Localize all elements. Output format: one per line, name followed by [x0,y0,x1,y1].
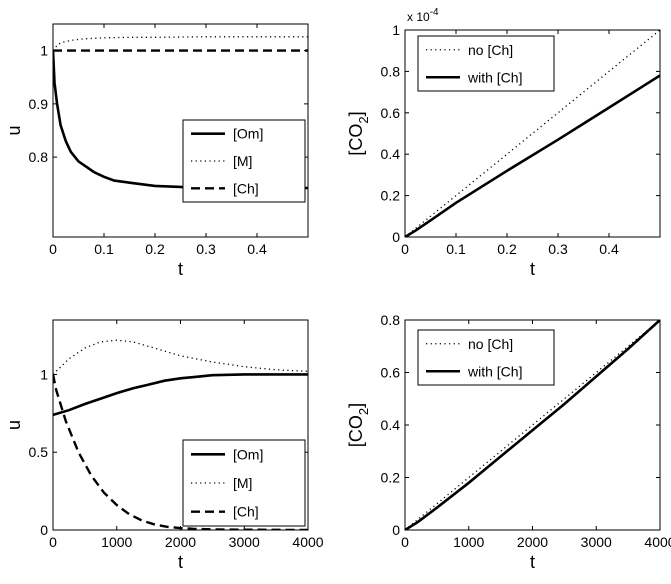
legend: [Om] [M] [Ch] [182,119,306,203]
x-tick-label: 0.4 [247,241,267,257]
series-line-ch [53,374,308,530]
x-tick-label: 2000 [517,534,548,550]
legend: no [Ch] with [Ch] [417,329,555,386]
x-axis-label: t [530,552,535,572]
y-axis-label: u [4,420,24,430]
x-tick-label: 1000 [453,534,484,550]
x-tick-label: 0.1 [446,241,466,257]
x-axis-label: t [530,259,535,279]
legend-label: no [Ch] [468,42,513,58]
x-tick-label: 0 [49,534,57,550]
y-axis-label-main: [CO [346,124,366,156]
legend-box [417,329,555,386]
y-tick-label: 0.8 [381,63,401,79]
x-tick-label: 3000 [581,534,612,550]
y-tick-label: 0 [392,522,400,538]
y-tick-label: 0.4 [381,417,401,433]
y-axis-label-tail: ] [346,403,366,408]
x-tick-label: 3000 [229,534,260,550]
chart-panel-top-right: 0 0.1 0.2 0.3 0.4 0 0.2 0.4 0.6 0.8 1 t [CO2] x 10-4 n… [346,7,661,279]
y-tick-label: 1 [40,366,48,382]
x-tick-label: 0 [49,241,57,257]
x-tick-label: 0.3 [196,241,216,257]
y-axis-label-main: [CO [346,415,366,447]
x-tick-label: 0.2 [145,241,165,257]
x-tick-label: 0.4 [599,241,619,257]
x-tick-label: 0.2 [497,241,517,257]
y-axis-label: [CO2] [346,403,371,447]
x-axis-label: t [178,259,183,279]
chart-panel-bottom-left: 0 1000 2000 3000 4000 0 0.5 1 t u [Om] [M] [Ch] [4,319,324,572]
legend-label: [Ch] [233,180,259,196]
x-tick-label: 0.3 [548,241,568,257]
y-tick-label: 0.2 [381,188,401,204]
series-line-om [53,373,308,417]
x-tick-label: 0 [401,241,409,257]
legend-label: with [Ch] [467,69,522,85]
y-axis-label: [CO2] [346,111,371,155]
legend-label: [Om] [233,446,263,462]
legend: [Om] [M] [Ch] [182,439,306,527]
y-tick-label: 0.6 [381,105,401,121]
legend: no [Ch] with [Ch] [417,35,555,92]
y-tick-label: 0.9 [29,96,49,112]
y-axis-label-sub: 2 [356,408,371,415]
legend-label: [M] [233,475,252,491]
y-multiplier-base: x 10 [407,10,430,24]
legend-label: [M] [233,153,252,169]
legend-label: no [Ch] [468,336,513,352]
y-tick-label: 0.8 [381,312,401,328]
y-axis-label-sub: 2 [356,116,371,123]
x-axis-label: t [178,552,183,572]
legend-label: [Om] [233,126,263,142]
y-tick-label: 0.4 [381,146,401,162]
legend-box [417,35,555,92]
y-tick-label: 1 [392,22,400,38]
y-tick-label: 0.2 [381,470,401,486]
y-tick-label: 0 [392,229,400,245]
x-tick-label: 4000 [292,534,323,550]
y-axis-label: u [4,125,24,135]
series-line-with-ch [405,320,660,530]
x-tick-label: 4000 [644,534,671,550]
x-tick-label: 1000 [101,534,132,550]
chart-panel-top-left: 0 0.1 0.2 0.3 0.4 0.8 0.9 1 t u [Om] [M] [Ch] [4,23,309,279]
y-tick-label: 0.8 [29,149,49,165]
x-tick-label: 0.1 [94,241,114,257]
x-tick-label: 2000 [165,534,196,550]
legend-label: with [Ch] [467,363,522,379]
y-multiplier: x 10-4 [407,7,439,24]
y-tick-label: 0.6 [381,365,401,381]
legend-box [182,119,306,203]
y-tick-label: 1 [40,43,48,59]
y-tick-label: 0.5 [29,444,49,460]
y-tick-label: 0 [40,522,48,538]
legend-label: [Ch] [233,504,259,520]
x-tick-label: 0 [401,534,409,550]
chart-panel-bottom-right: 0 1000 2000 3000 4000 0 0.2 0.4 0.6 0.8 t [CO2] no [… [346,312,671,572]
series-line-with-ch [405,74,660,237]
y-multiplier-exp: -4 [430,7,439,18]
y-axis-label-tail: ] [346,111,366,116]
